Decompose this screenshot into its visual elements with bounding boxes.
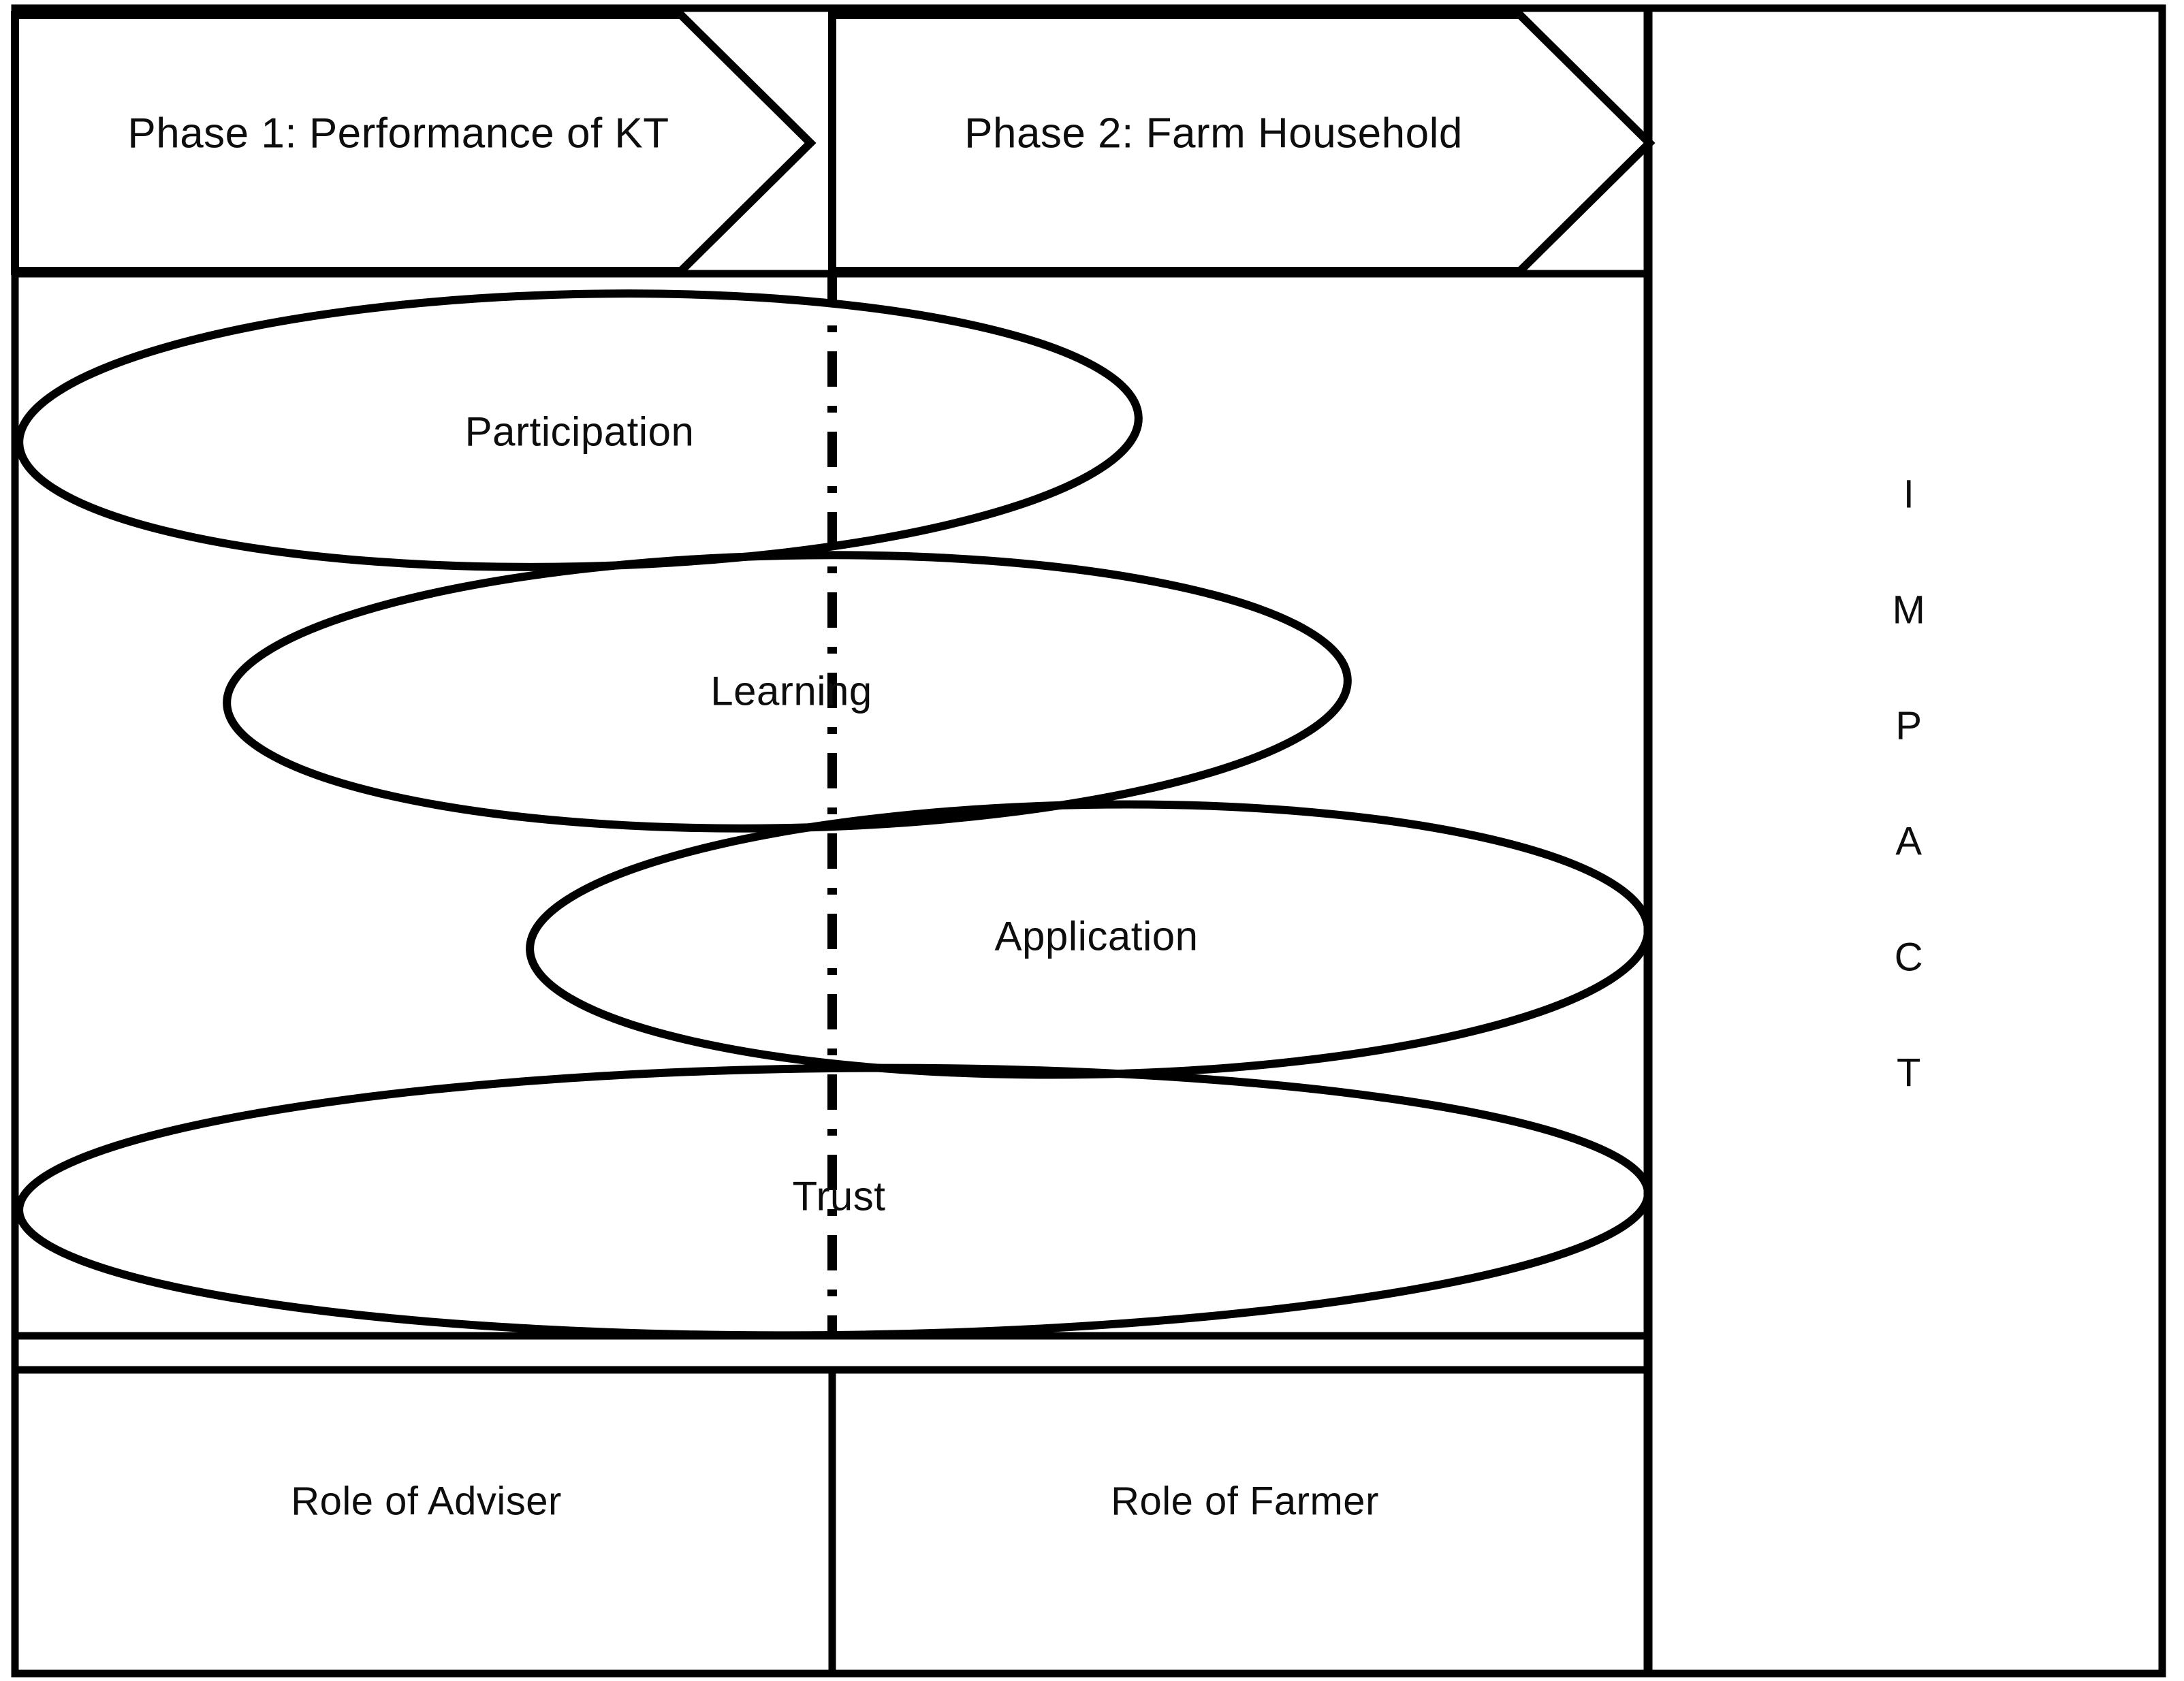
ellipse-label-learning: Learning [710, 668, 872, 714]
impact-letter-4: A [1895, 819, 1922, 864]
ellipse-label-application: Application [994, 913, 1199, 959]
role-label-adviser: Role of Adviser [291, 1479, 562, 1524]
ellipse-label-trust: Trust [792, 1173, 886, 1219]
impact-letter-5: C [1894, 935, 1924, 980]
impact-letter-2: M [1892, 588, 1926, 633]
impact-letter-1: I [1903, 472, 1915, 517]
phase-1-chevron [11, 11, 817, 275]
ellipse-label-participation: Participation [464, 409, 695, 455]
role-label-farmer: Role of Farmer [1111, 1479, 1379, 1524]
outer-frame [11, 4, 2166, 1678]
phase-2-label: Phase 2: Farm Household [964, 110, 1463, 157]
phase-1-label: Phase 1: Performance of KT [127, 110, 669, 157]
impact-letter-3: P [1895, 703, 1922, 748]
phase-2-chevron [828, 11, 1656, 275]
impact-letter-6: T [1897, 1051, 1921, 1095]
